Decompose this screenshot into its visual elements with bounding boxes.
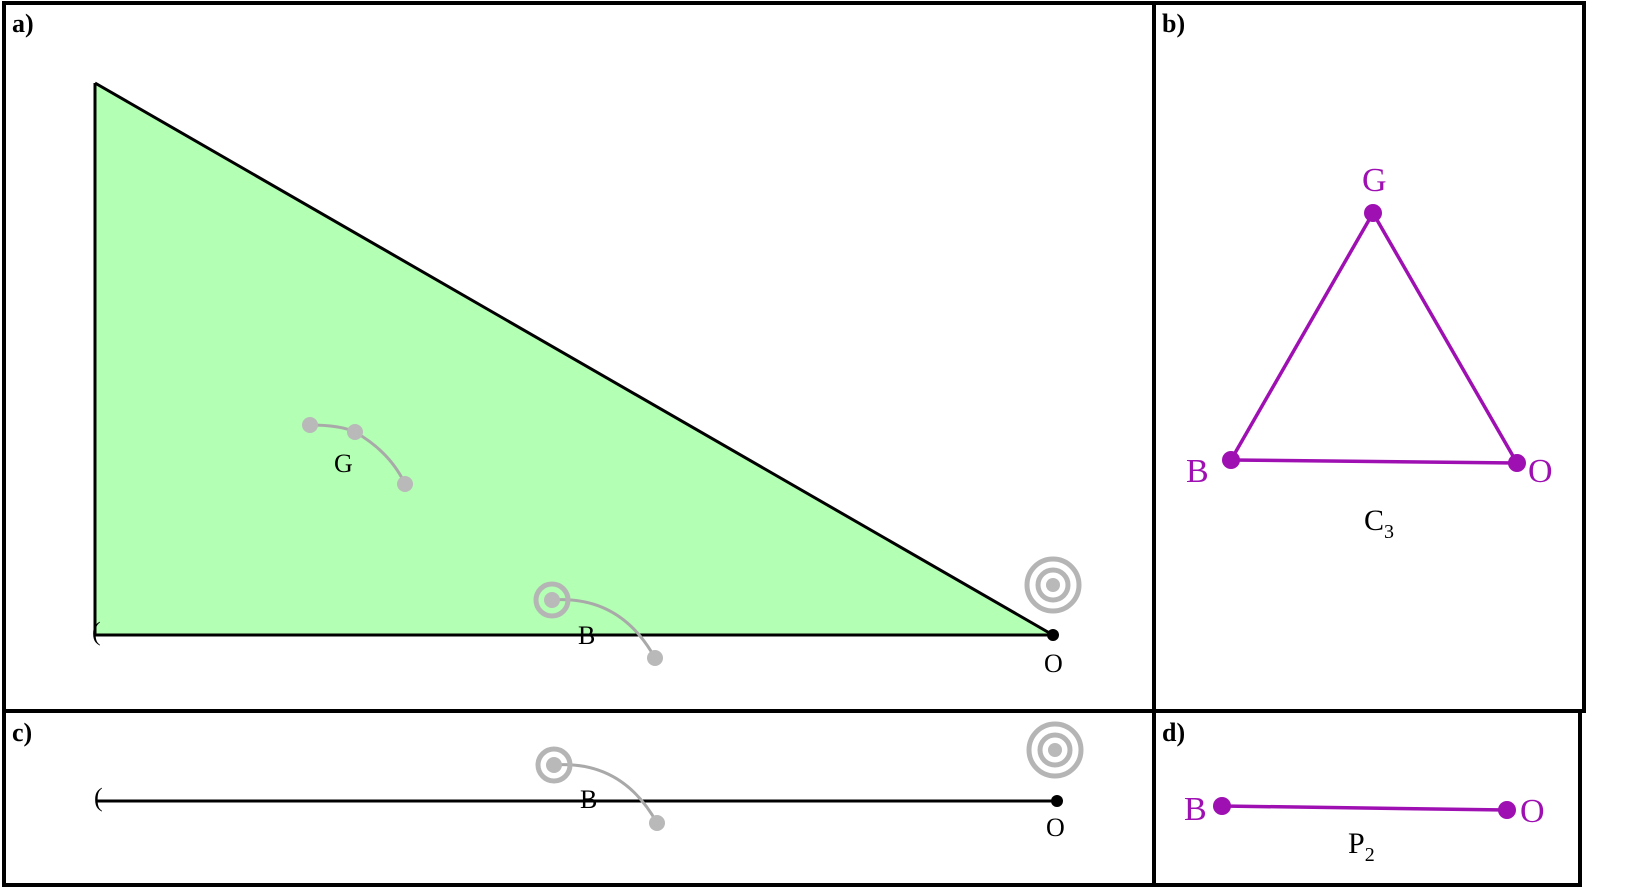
panel-c: c) ( B O [2, 709, 1156, 887]
b-ring-c [535, 746, 573, 784]
panel-d-frame [1152, 709, 1582, 887]
vertex-label-b: B [578, 621, 595, 650]
edge-b-o-d [1221, 804, 1508, 812]
node-label-g: G [1362, 162, 1387, 199]
o-ring-outer [1024, 556, 1082, 614]
edge-b-o [1230, 458, 1518, 465]
vertex-label-o: O [1044, 649, 1063, 678]
node-label-b-d: B [1184, 791, 1207, 828]
o-vertex-dot [1047, 629, 1059, 641]
panel-c-frame [2, 709, 1156, 887]
panel-b-label: b) [1162, 9, 1185, 38]
vertex-label-o-c: O [1046, 813, 1065, 842]
o-vertex-dot-c [1051, 795, 1063, 807]
panel-d: d) B O P2 [1152, 709, 1582, 887]
edge-g-b [1229, 212, 1375, 461]
vertex-label-b-c: B [580, 785, 597, 814]
b-end-dot [647, 650, 663, 666]
node-label-o: O [1528, 453, 1553, 490]
panel-b: b) G B O C3 [1152, 1, 1586, 713]
node-o [1508, 454, 1526, 472]
node-o-d [1498, 801, 1516, 819]
hypotenuse-edge [94, 81, 1054, 637]
node-label-b: B [1186, 453, 1209, 490]
g-marker-group: G [302, 417, 413, 492]
node-label-o-d: O [1520, 793, 1545, 830]
panel-b-frame [1152, 1, 1586, 713]
panel-c-label: c) [12, 718, 32, 747]
g-dot-1 [302, 417, 318, 433]
b-center-dot-c [546, 757, 562, 773]
o-ring-inner-c [1037, 732, 1073, 768]
graph-name-c3: C3 [1364, 504, 1394, 543]
b-center-dot [544, 592, 560, 608]
b-ring [533, 581, 571, 619]
panel-d-label: d) [1162, 718, 1185, 747]
node-b-d [1213, 797, 1231, 815]
g-dot-3 [397, 476, 413, 492]
graph-name-subscript-d: 2 [1365, 844, 1375, 866]
panel-a: a) ( G B O [2, 1, 1156, 713]
vertex-label-g: G [334, 449, 353, 478]
graph-name-subscript: 3 [1384, 521, 1394, 543]
panel-a-label: a) [12, 9, 34, 38]
graph-name-p2: P2 [1348, 827, 1375, 866]
o-center-dot-c [1048, 743, 1062, 757]
open-paren-marker: ( [92, 617, 101, 646]
o-center-dot [1046, 578, 1060, 592]
graph-name-letter-d: P [1348, 827, 1365, 860]
b-marker-group: B [533, 581, 663, 666]
node-g [1364, 204, 1382, 222]
o-marker-group: O [1024, 556, 1082, 678]
open-paren-marker-c: ( [94, 783, 103, 812]
g-dot-2 [347, 424, 363, 440]
o-ring-outer-c [1026, 721, 1084, 779]
o-ring-inner [1035, 567, 1071, 603]
o-marker-group-c: O [1026, 721, 1084, 842]
b-end-dot-c [649, 815, 665, 831]
graph-name-letter: C [1364, 504, 1384, 537]
node-b [1222, 451, 1240, 469]
edge-g-o [1371, 212, 1519, 464]
b-marker-group-c: B [535, 746, 665, 831]
